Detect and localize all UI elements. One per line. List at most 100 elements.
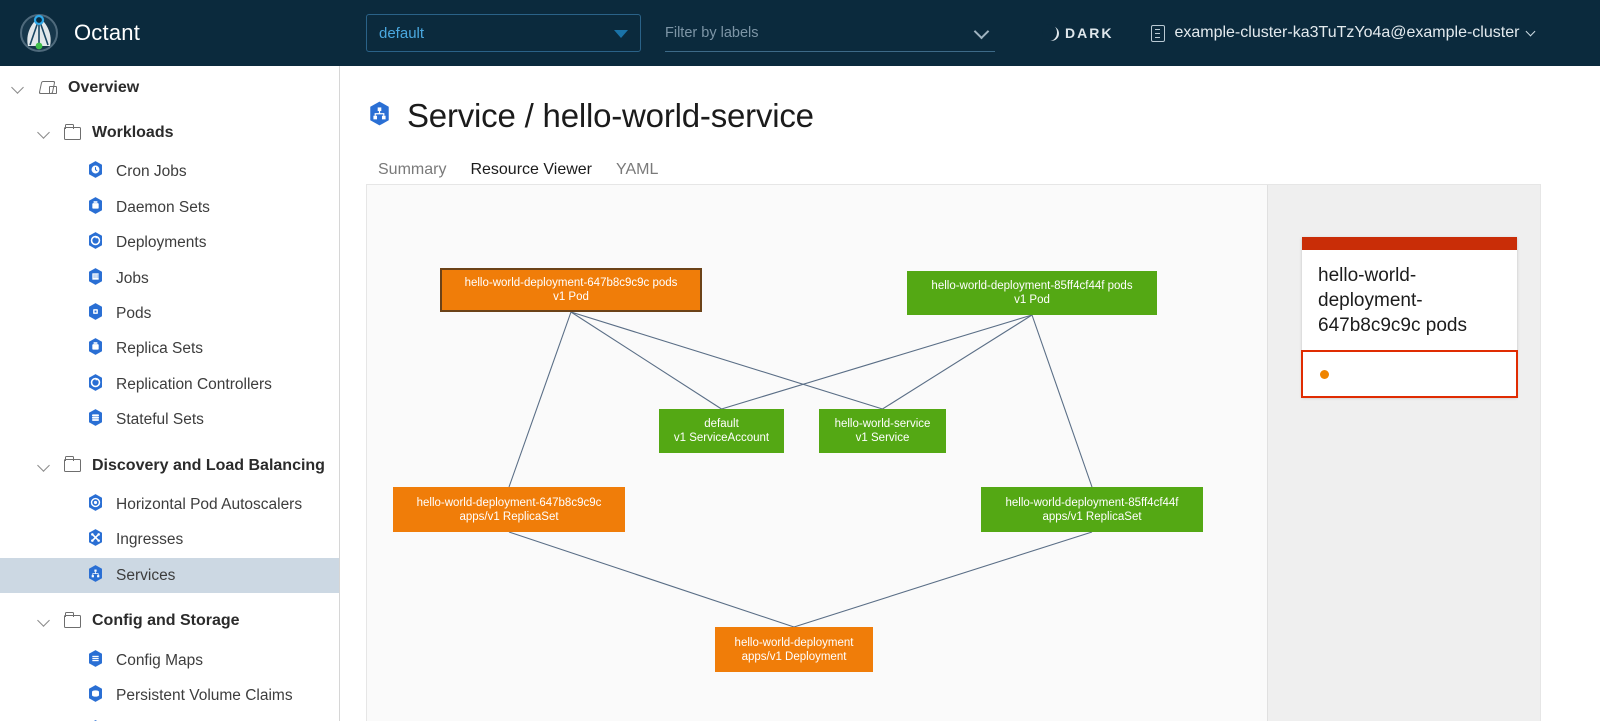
folder-icon xyxy=(64,611,81,628)
sidebar-item-label: Stateful Sets xyxy=(116,411,204,429)
sidebar-item-secrets[interactable]: Secrets xyxy=(0,714,339,721)
chevron-down-icon[interactable] xyxy=(38,459,52,473)
cluster-selector[interactable]: example-cluster-ka3TuTzYo4a@example-clus… xyxy=(1151,24,1536,42)
graph-edge xyxy=(570,311,883,410)
cluster-label: example-cluster-ka3TuTzYo4a@example-clus… xyxy=(1174,24,1520,41)
tab-summary[interactable]: Summary xyxy=(378,161,447,178)
caret-down-icon xyxy=(614,30,628,38)
sidebar-item-deployments[interactable]: Deployments xyxy=(0,226,339,261)
chevron-down-icon[interactable] xyxy=(12,81,26,95)
sidebar-item-label: Overview xyxy=(68,78,140,96)
detail-status-row[interactable] xyxy=(1301,350,1518,398)
sidebar-item-label: Replication Controllers xyxy=(116,375,272,393)
sidebar-item-pods[interactable]: Pods xyxy=(0,296,339,331)
sidebar-item-stateful-sets[interactable]: Stateful Sets xyxy=(0,403,339,438)
sidebar-item-label: Discovery and Load Balancing xyxy=(92,456,325,474)
folder-icon xyxy=(64,123,81,140)
sidebar-item-label: Replica Sets xyxy=(116,340,204,358)
sidebar-item-label: Services xyxy=(116,566,176,584)
graph-edge xyxy=(508,311,572,488)
tab-yaml[interactable]: YAML xyxy=(616,161,659,178)
brand[interactable]: Octant xyxy=(0,12,340,54)
sidebar-item-services[interactable]: Services xyxy=(0,558,339,594)
sidebar-item-label: Cron Jobs xyxy=(116,163,187,181)
sidebar-item-label: Daemon Sets xyxy=(116,198,210,216)
sidebar-item-discovery-and-load-balancing[interactable]: Discovery and Load Balancing xyxy=(0,448,339,483)
graph-edge xyxy=(570,311,722,410)
sidebar-item-label: Horizontal Pod Autoscalers xyxy=(116,495,303,513)
moon-icon xyxy=(1039,23,1057,42)
graph-edge xyxy=(1031,314,1093,488)
label-filter[interactable]: Filter by labels xyxy=(665,14,995,52)
replicaset-icon xyxy=(86,337,105,361)
sidebar-item-config-maps[interactable]: Config Maps xyxy=(0,643,339,678)
cronjob-icon xyxy=(86,160,105,184)
sidebar-item-config-and-storage[interactable]: Config and Storage xyxy=(0,603,339,638)
app-header: Octant default Filter by labels DARK exa… xyxy=(0,0,1600,66)
sidebar-item-cron-jobs[interactable]: Cron Jobs xyxy=(0,155,339,190)
configmap-icon xyxy=(86,649,105,673)
sidebar-item-persistent-volume-claims[interactable]: Persistent Volume Claims xyxy=(0,678,339,713)
sidebar-item-overview[interactable]: Overview xyxy=(0,70,339,105)
octant-logo-icon xyxy=(18,12,60,54)
label-filter-placeholder: Filter by labels xyxy=(665,24,759,41)
detail-card[interactable]: hello-world-deployment-647b8c9c9c pods xyxy=(1301,237,1518,398)
detail-pane: hello-world-deployment-647b8c9c9c pods xyxy=(1267,185,1540,721)
chevron-down-icon xyxy=(973,23,990,40)
statefulset-icon xyxy=(86,408,105,432)
graph-edge xyxy=(508,531,795,628)
page-title-text: Service / hello-world-service xyxy=(407,97,814,134)
graph-edge xyxy=(793,531,1093,628)
sidebar-item-label: Ingresses xyxy=(116,531,184,549)
deployment-icon xyxy=(86,231,105,255)
hpa-icon xyxy=(86,493,105,517)
namespace-selector[interactable]: default xyxy=(366,14,641,52)
pod-icon xyxy=(86,302,105,326)
namespace-value: default xyxy=(379,24,425,42)
folder-icon xyxy=(64,456,81,473)
daemonset-icon xyxy=(86,196,105,220)
sidebar-item-daemon-sets[interactable]: Daemon Sets xyxy=(0,190,339,225)
sidebar-item-replication-controllers[interactable]: Replication Controllers xyxy=(0,367,339,402)
chevron-down-icon[interactable] xyxy=(38,614,52,628)
graph-edge xyxy=(882,314,1033,410)
sidebar-item-replica-sets[interactable]: Replica Sets xyxy=(0,332,339,367)
sidebar-item-label: Pods xyxy=(116,305,152,323)
sidebar-item-jobs[interactable]: Jobs xyxy=(0,261,339,296)
status-dot-icon xyxy=(1320,369,1329,379)
service-icon xyxy=(366,100,393,132)
sidebar-item-label: Config and Storage xyxy=(92,612,240,630)
sidebar-item-horizontal-pod-autoscalers[interactable]: Horizontal Pod Autoscalers xyxy=(0,487,339,522)
theme-toggle-label: DARK xyxy=(1065,25,1114,41)
detail-title: hello-world-deployment-647b8c9c9c pods xyxy=(1318,265,1467,336)
chevron-down-icon[interactable] xyxy=(38,126,52,140)
sidebar-item-label: Config Maps xyxy=(116,651,204,669)
sidebar-item-workloads[interactable]: Workloads xyxy=(0,115,339,150)
graph-edge xyxy=(721,314,1033,410)
cluster-icon xyxy=(1151,24,1166,42)
sidebar-item-ingresses[interactable]: Ingresses xyxy=(0,523,339,558)
theme-toggle[interactable]: DARK xyxy=(1039,23,1114,42)
job-icon xyxy=(86,267,105,291)
ingress-icon xyxy=(86,528,105,552)
